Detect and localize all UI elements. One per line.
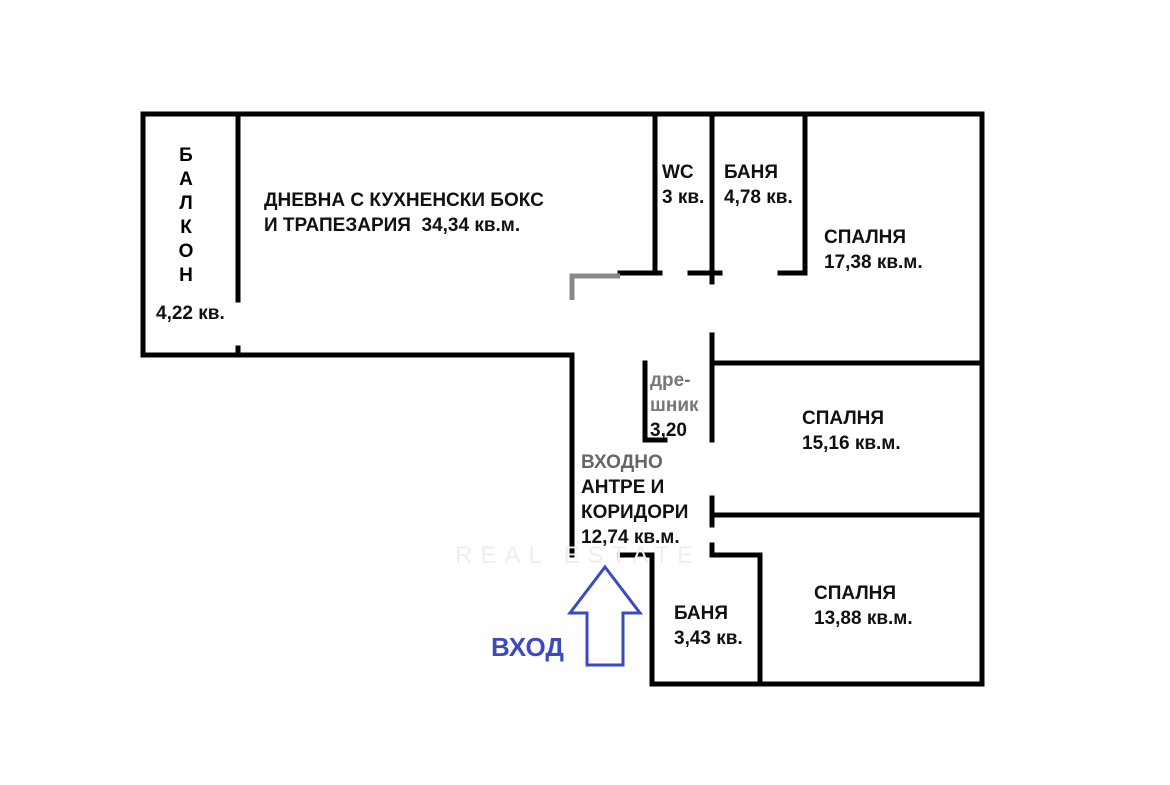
outer-wall (140, 111, 575, 358)
room-area: 13,88 кв.м. (814, 608, 913, 629)
entrance-label: ВХОД (491, 632, 564, 662)
closet-label: дре- шник 3,20 (650, 368, 699, 443)
room-area: 17,38 кв.м. (824, 252, 923, 273)
wall (642, 360, 668, 443)
bath2-label: БАНЯ 3,43 кв. (674, 601, 743, 651)
room-name: WC (662, 162, 694, 183)
label-line: И ТРАПЕЗАРИЯ 34,34 кв.м. (264, 215, 521, 236)
bath1-label: БАНЯ 4,78 кв. (724, 160, 793, 210)
room-area: 12,74 кв.м. (581, 527, 680, 548)
outer-wall (140, 111, 985, 365)
room-name: БАНЯ (674, 603, 729, 624)
room-name: СПАЛНЯ (802, 408, 885, 429)
living-room-label: ДНЕВНА С КУХНЕНСКИ БОКС И ТРАПЕЗАРИЯ 34,… (264, 188, 544, 238)
label-line: АНТРЕ И (581, 477, 665, 498)
room-area: 4,78 кв. (724, 187, 793, 208)
bedroom2-label: СПАЛНЯ 15,16 кв.м. (802, 406, 901, 456)
letter: Л (179, 193, 193, 214)
balcony-area: 4,22 кв. (156, 303, 225, 324)
label-line: ДНЕВНА С КУХНЕНСКИ БОКС (264, 190, 544, 211)
room-name: СПАЛНЯ (814, 583, 897, 604)
balcony-letters: Б А Л К О Н (174, 144, 198, 288)
bedroom1-label: СПАЛНЯ 17,38 кв.м. (824, 225, 923, 275)
letter: О (178, 241, 194, 262)
label-line: дре- (650, 370, 691, 391)
room-name: БАНЯ (724, 162, 779, 183)
letter: Н (179, 265, 193, 286)
label-line: КОРИДОРИ (581, 502, 689, 523)
label-line: ВХОДНО (581, 452, 663, 473)
room-name: СПАЛНЯ (824, 227, 907, 248)
letter: К (180, 217, 192, 238)
room-area: 3,20 (650, 420, 687, 441)
wall (569, 273, 620, 300)
letter: Б (179, 145, 193, 166)
watermark: REAL ESTATE (455, 542, 702, 569)
label-line: шник (650, 395, 699, 416)
room-area: 3 кв. (662, 187, 705, 208)
room-area: 3,43 кв. (674, 628, 743, 649)
bedroom3-label: СПАЛНЯ 13,88 кв.м. (814, 581, 913, 631)
wc-label: WC 3 кв. (662, 160, 704, 210)
entrance-arrow (566, 564, 644, 667)
hall-label: ВХОДНО АНТРЕ И КОРИДОРИ 12,74 кв.м. (581, 450, 688, 550)
room-area: 15,16 кв.м. (802, 433, 901, 454)
letter: А (179, 169, 193, 190)
